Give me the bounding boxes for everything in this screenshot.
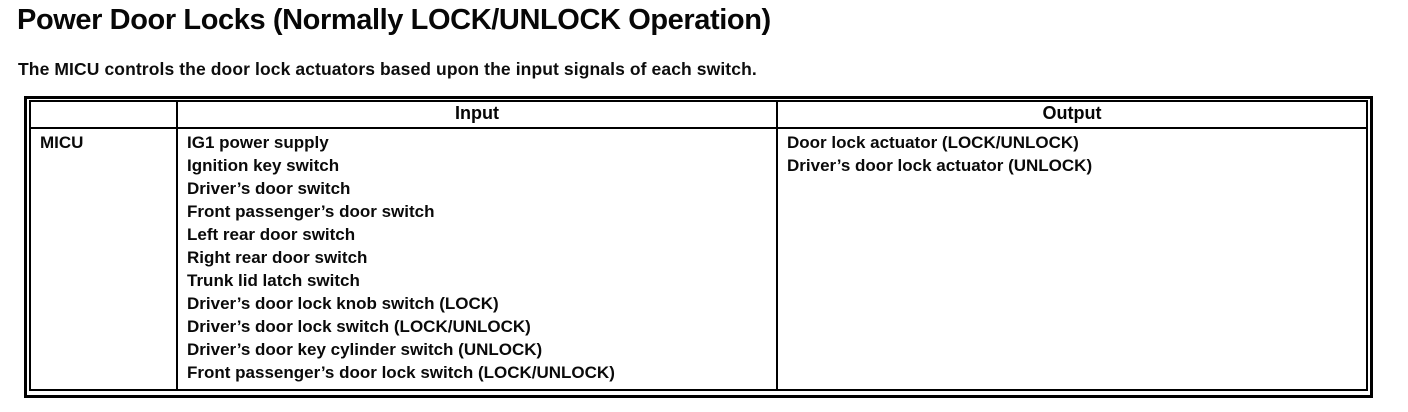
input-item: Ignition key switch xyxy=(187,156,340,175)
component-cell: MICU xyxy=(29,127,178,391)
intro-text: The MICU controls the door lock actuator… xyxy=(18,59,757,79)
io-table-frame: Input Output MICU IG1 power supply Ignit… xyxy=(24,96,1373,398)
input-cell: IG1 power supply Ignition key switch Dri… xyxy=(176,127,778,391)
header-component xyxy=(29,100,178,129)
input-item: Left rear door switch xyxy=(187,225,356,244)
output-item: Door lock actuator (LOCK/UNLOCK) xyxy=(787,133,1079,152)
header-input: Input xyxy=(176,100,778,129)
component-label: MICU xyxy=(40,133,84,152)
input-item: Driver’s door lock switch (LOCK/UNLOCK) xyxy=(187,317,531,336)
header-row: Input Output xyxy=(29,100,1368,129)
input-item: Driver’s door lock knob switch (LOCK) xyxy=(187,294,499,313)
input-item: Front passenger’s door lock switch (LOCK… xyxy=(187,363,615,382)
input-item: Right rear door switch xyxy=(187,248,368,267)
output-cell: Door lock actuator (LOCK/UNLOCK) Driver’… xyxy=(776,127,1368,391)
output-item: Driver’s door lock actuator (UNLOCK) xyxy=(787,156,1093,175)
io-table: Input Output MICU IG1 power supply Ignit… xyxy=(29,100,1368,391)
header-output: Output xyxy=(776,100,1368,129)
input-item: Trunk lid latch switch xyxy=(187,271,360,290)
input-item: Front passenger’s door switch xyxy=(187,202,435,221)
page-title: Power Door Locks (Normally LOCK/UNLOCK O… xyxy=(17,4,771,36)
table-row: MICU IG1 power supply Ignition key switc… xyxy=(29,127,1368,391)
input-item: Driver’s door switch xyxy=(187,179,351,198)
input-item: IG1 power supply xyxy=(187,133,329,152)
input-item: Driver’s door key cylinder switch (UNLOC… xyxy=(187,340,543,359)
